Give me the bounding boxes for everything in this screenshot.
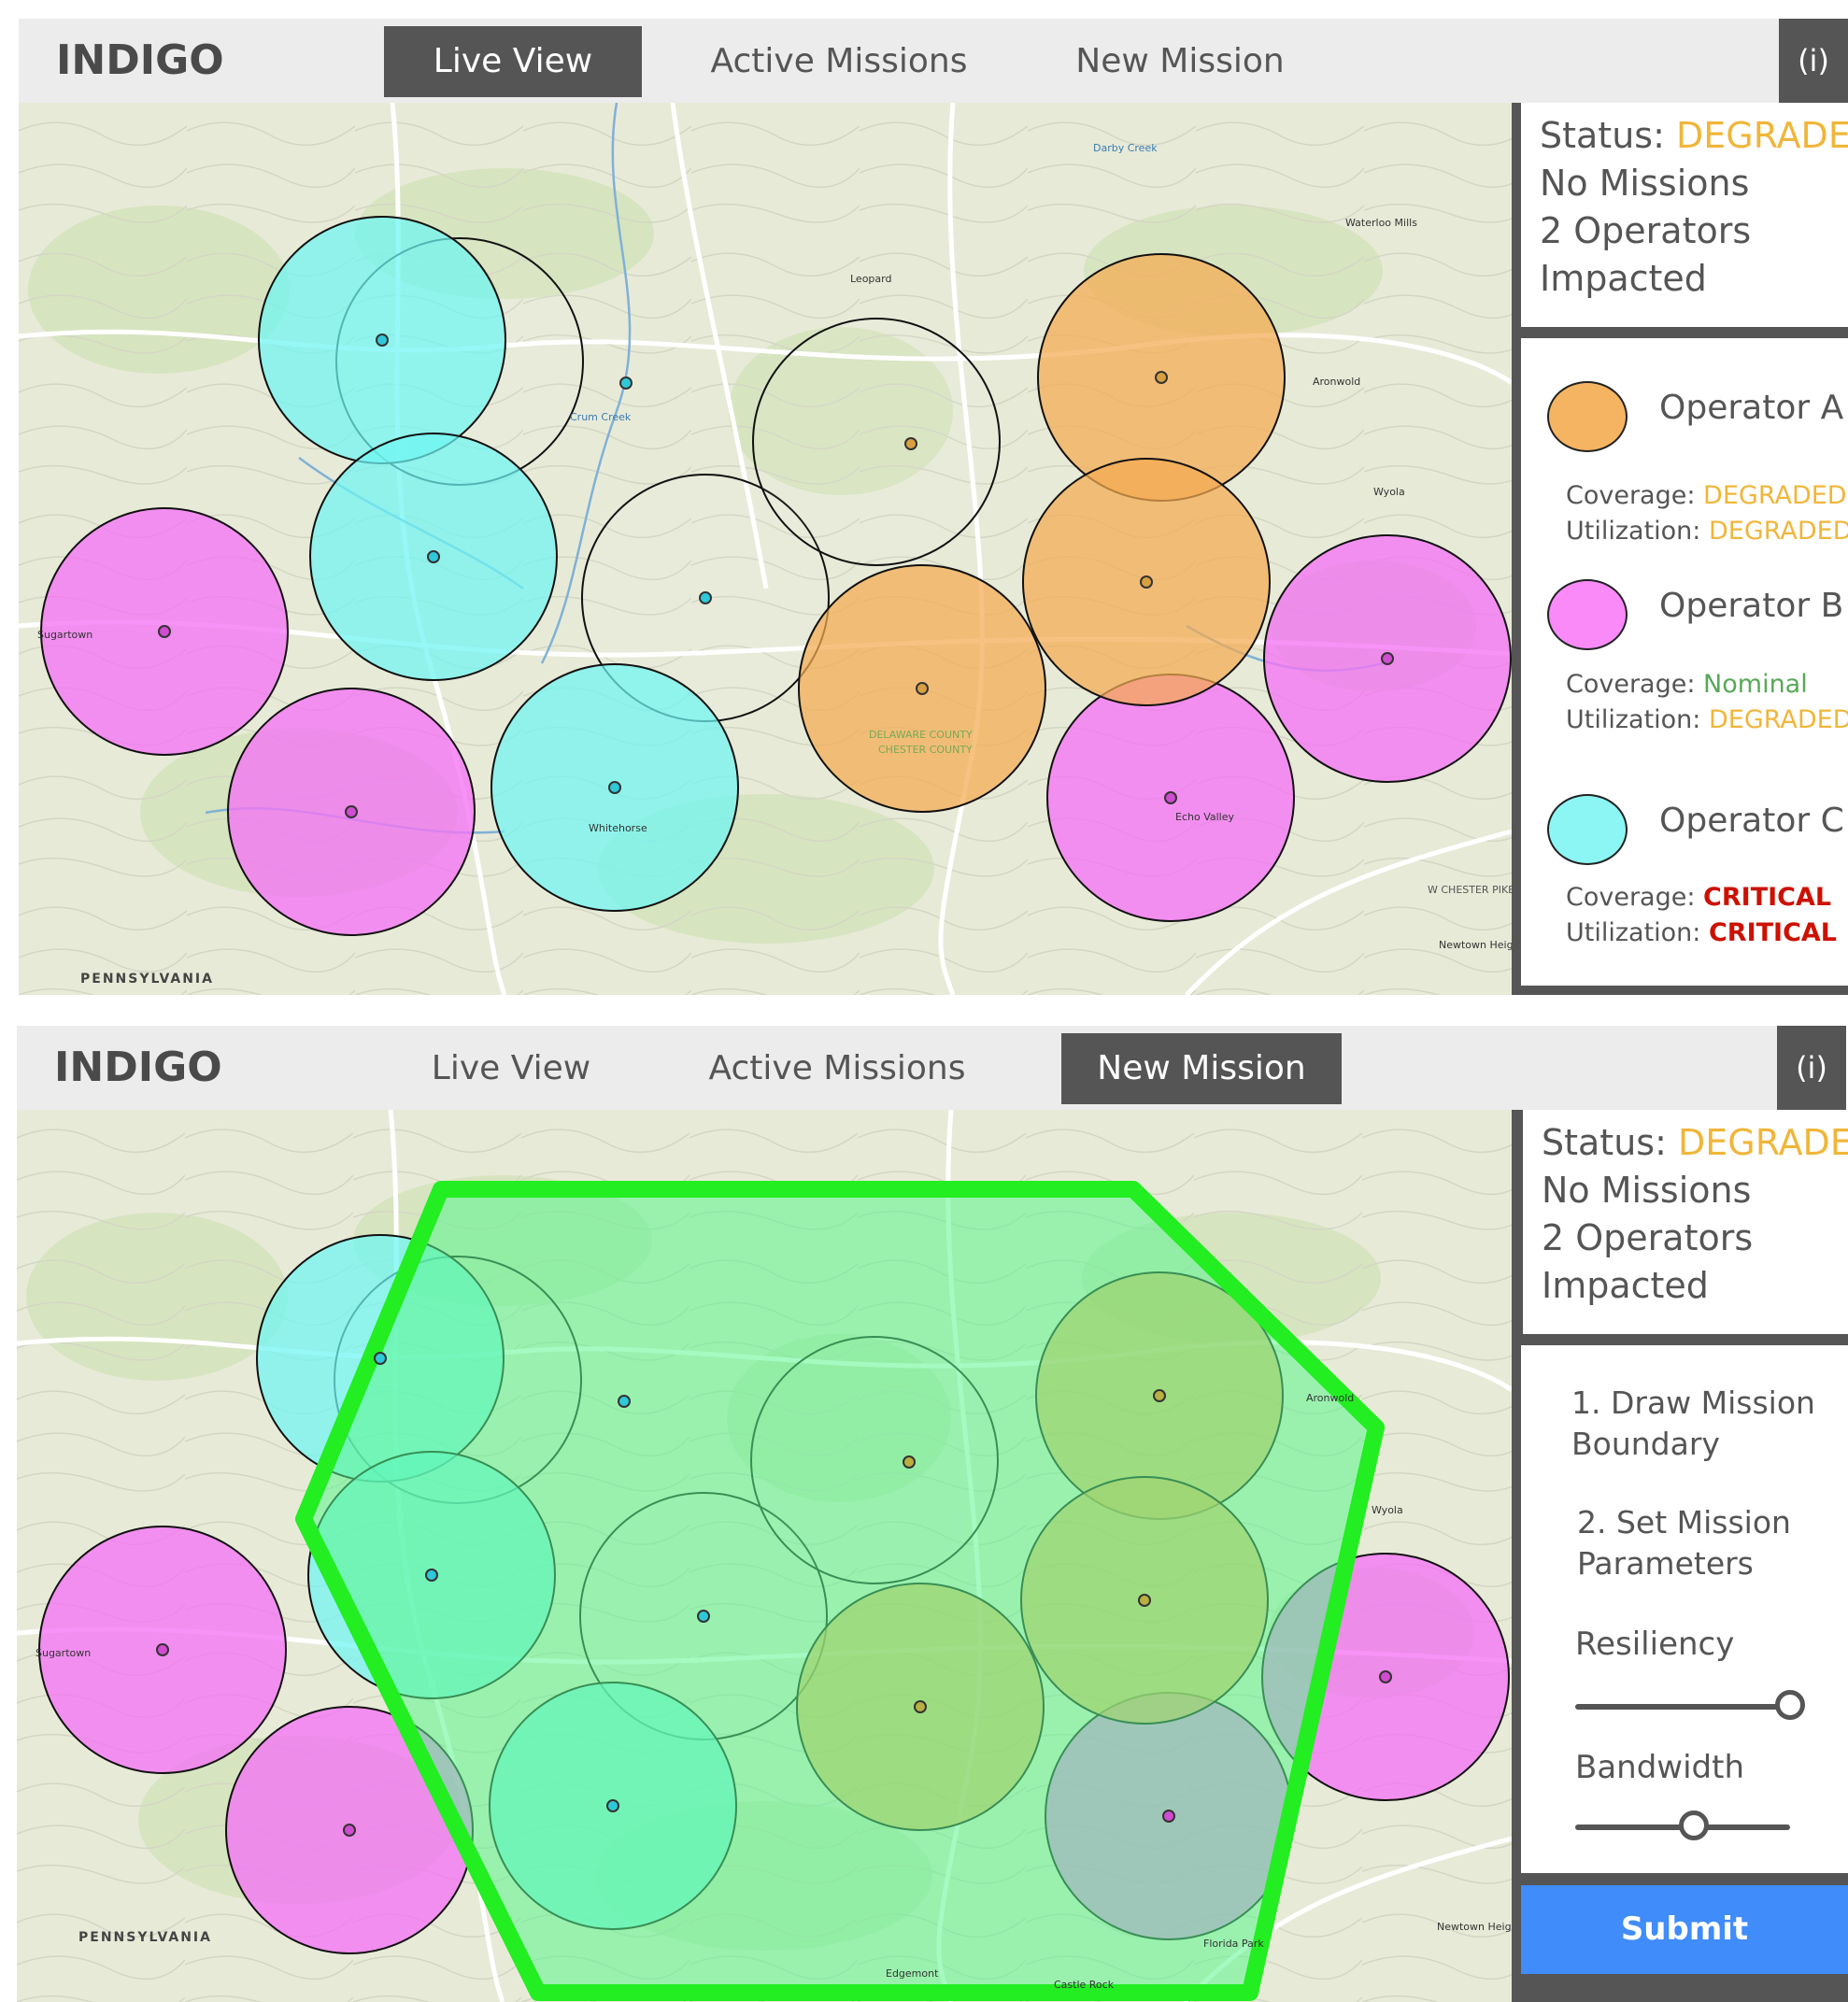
tab-active-missions[interactable]: Active Missions bbox=[708, 1049, 966, 1087]
operator-name: Operator B bbox=[1659, 587, 1844, 625]
operator-a-swatch bbox=[1547, 381, 1628, 452]
map-label-place: Whitehorse bbox=[589, 822, 647, 834]
resiliency-slider-track[interactable] bbox=[1575, 1704, 1790, 1710]
map-label-place: Leopard bbox=[850, 273, 891, 285]
coverage-value: DEGRADED bbox=[1703, 481, 1847, 510]
new-mission-panel: INDIGO Live View Active Missions New Mis… bbox=[0, 1026, 1848, 2002]
legend-item-operator-c[interactable]: Operator C bbox=[1521, 788, 1848, 873]
side-panel: Status: DEGRADED No Missions 2 Operators… bbox=[1512, 1110, 1848, 2002]
node-markers bbox=[156, 1352, 1392, 1837]
missions-count: No Missions bbox=[1542, 1170, 1752, 1211]
status-line: Status: DEGRADED bbox=[1521, 112, 1848, 160]
operators-count: 2 Operators bbox=[1542, 1217, 1754, 1258]
tab-new-mission[interactable]: New Mission bbox=[1075, 42, 1285, 80]
tab-active-missions[interactable]: Active Missions bbox=[710, 42, 968, 80]
navbar: INDIGO Live View Active Missions New Mis… bbox=[19, 19, 1848, 103]
map-label-road: DELAWARE COUNTY bbox=[869, 729, 973, 741]
coverage-value: CRITICAL bbox=[1703, 883, 1832, 912]
brand-logo: INDIGO bbox=[54, 1044, 222, 1091]
operator-b-stats: Coverage: Nominal Utilization: DEGRADED bbox=[1566, 667, 1848, 738]
status-value: DEGRADED bbox=[1677, 1122, 1848, 1163]
operator-a-stats: Coverage: DEGRADED Utilization: DEGRADED bbox=[1566, 478, 1848, 549]
map-label-place: Echo Valley bbox=[1175, 811, 1234, 823]
utilization-value: DEGRADED bbox=[1708, 705, 1848, 734]
map-view[interactable]: PENNSYLVANIA Sugartown Whitehorse Echo V… bbox=[19, 103, 1512, 995]
info-button[interactable]: (i) bbox=[1777, 1026, 1846, 1110]
missions-count: No Missions bbox=[1540, 163, 1750, 204]
coverage-value: Nominal bbox=[1703, 670, 1808, 699]
map-label-place: Aronwold bbox=[1306, 1392, 1354, 1404]
map-label-road: Darby Creek bbox=[1093, 142, 1158, 154]
legend-item-operator-b[interactable]: Operator B bbox=[1521, 574, 1848, 658]
utilization-value: CRITICAL bbox=[1708, 918, 1838, 947]
status-card: Status: DEGRADED No Missions 2 Operators… bbox=[1523, 1110, 1848, 1334]
navbar: INDIGO Live View Active Missions New Mis… bbox=[17, 1026, 1846, 1110]
map-label-place: Edgemont bbox=[886, 1967, 939, 1980]
map-label-place: Florida Park bbox=[1203, 1938, 1264, 1950]
side-panel: Status: DEGRADED No Missions 2 Operators… bbox=[1512, 103, 1848, 995]
impacted-label: Impacted bbox=[1542, 1265, 1709, 1306]
tab-live-view[interactable]: Live View bbox=[384, 26, 642, 97]
operator-c-swatch bbox=[1547, 794, 1628, 865]
operator-name: Operator A bbox=[1659, 389, 1844, 427]
node-markers bbox=[158, 334, 1394, 818]
map-label-state: PENNSYLVANIA bbox=[80, 972, 214, 987]
info-button[interactable]: (i) bbox=[1779, 19, 1848, 103]
status-value: DEGRADED bbox=[1675, 115, 1848, 156]
resiliency-slider-handle[interactable] bbox=[1775, 1690, 1805, 1720]
resiliency-label: Resiliency bbox=[1575, 1626, 1735, 1663]
tab-live-view[interactable]: Live View bbox=[431, 1049, 591, 1087]
bandwidth-label: Bandwidth bbox=[1575, 1749, 1745, 1786]
legend-item-operator-a[interactable]: Operator A bbox=[1521, 376, 1848, 460]
status-line: Status: DEGRADED bbox=[1523, 1119, 1848, 1167]
map-label-place: Newtown Heights bbox=[1437, 1921, 1512, 1933]
operator-c-stats: Coverage: CRITICAL Utilization: CRITICAL bbox=[1566, 883, 1838, 947]
map-label-place: Aronwold bbox=[1313, 376, 1360, 388]
bandwidth-slider-handle[interactable] bbox=[1678, 1810, 1709, 1840]
map-label-place: Sugartown bbox=[36, 1647, 91, 1659]
map-label-place: Wyola bbox=[1373, 486, 1405, 498]
map-view[interactable]: PENNSYLVANIA Sugartown Aronwold Wyola Ne… bbox=[17, 1110, 1512, 2002]
utilization-value: DEGRADED bbox=[1708, 517, 1848, 546]
step-set-parameters: 2. Set Mission Parameters bbox=[1577, 1504, 1791, 1582]
map-label-place: Castle Rock bbox=[1054, 1979, 1115, 1991]
map-label-place: Newtown Heights bbox=[1439, 939, 1512, 951]
operator-legend: Operator A Coverage: DEGRADED Utilizatio… bbox=[1521, 338, 1848, 986]
status-card: Status: DEGRADED No Missions 2 Operators… bbox=[1521, 103, 1848, 327]
map-label-road: W CHESTER PIKE bbox=[1428, 884, 1512, 896]
brand-logo: INDIGO bbox=[56, 36, 224, 84]
step-draw-boundary: 1. Draw Mission Boundary bbox=[1571, 1384, 1815, 1462]
tab-new-mission[interactable]: New Mission bbox=[1061, 1033, 1342, 1104]
map-label-place: Wyola bbox=[1372, 1504, 1403, 1516]
coverage-circles bbox=[40, 216, 1512, 936]
mission-steps: 1. Draw Mission Boundary 2. Set Mission … bbox=[1521, 1345, 1848, 1873]
map-label-state: PENNSYLVANIA bbox=[78, 1930, 212, 1945]
live-view-panel: INDIGO Live View Active Missions New Mis… bbox=[0, 19, 1848, 995]
map-label-place: Sugartown bbox=[37, 629, 92, 641]
map-label-place: Waterloo Mills bbox=[1345, 217, 1417, 229]
operator-b-swatch bbox=[1547, 579, 1628, 650]
operators-count: 2 Operators bbox=[1540, 210, 1752, 251]
map-label-road: Crum Creek bbox=[570, 411, 632, 423]
operator-name: Operator C bbox=[1659, 802, 1844, 840]
impacted-label: Impacted bbox=[1540, 258, 1707, 299]
submit-button[interactable]: Submit bbox=[1521, 1885, 1848, 1974]
map-label-road: CHESTER COUNTY bbox=[878, 744, 973, 756]
